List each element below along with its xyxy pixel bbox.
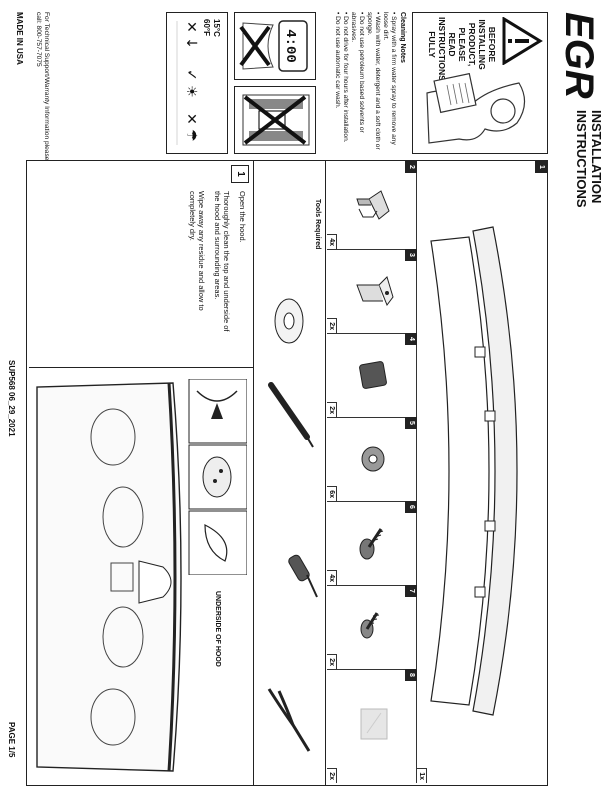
no-car-wash-box	[234, 86, 316, 154]
document-code: SUP568 06_29_2021	[7, 360, 16, 437]
warning-line-5: INSTRUCTIONS	[437, 17, 447, 81]
part-4-cell: 4 2x	[327, 333, 417, 418]
hood-label: UNDERSIDE OF HOOD	[214, 591, 221, 667]
part-6-quantity: 4x	[327, 570, 337, 585]
part-5-quantity: 6x	[327, 486, 337, 501]
temperature-weather-box: 15°C 60°F ✕ ↓ ✓ ☀ ✕ ☂	[166, 12, 228, 154]
support-line-2: call: 800-757-7075	[35, 12, 42, 67]
step-1-line-3: the hood and surrounding areas.	[213, 191, 222, 300]
tools-label: Tools Required	[314, 199, 321, 250]
svg-text:✕ ☂: ✕ ☂	[183, 113, 199, 142]
support-line-1: For Technical Support/Warranty Informati…	[43, 12, 50, 161]
alcohol-pad-icon	[360, 708, 388, 740]
title-line-2: INSTRUCTIONS	[574, 110, 589, 208]
part-1-number: 1	[535, 161, 547, 173]
cleaning-note-2: • Wash with water, detergent and a soft …	[366, 12, 381, 150]
warning-line-1: BEFORE	[487, 26, 497, 63]
warning-line-4: PLEASE READ	[447, 27, 467, 62]
part-8-quantity: 2x	[327, 768, 337, 783]
step-1-line-1: Open the hood.	[238, 191, 247, 243]
part-7-cell: 7 2x	[327, 585, 417, 670]
warning-box: BEFORE INSTALLING PRODUCT, PLEASE READ I…	[412, 12, 548, 154]
part-2-number: 2	[405, 161, 417, 173]
clean-wipe-illustrations	[188, 379, 247, 575]
hood-underside-icon	[36, 382, 182, 772]
cleaning-notes-title: Cleaning Notes	[399, 12, 406, 63]
no-drive-clock-icon: 4:00	[239, 20, 308, 72]
cleaning-note-5: • Do not use automatic car wash.	[334, 12, 341, 109]
screw-icon	[359, 528, 384, 560]
part-4-quantity: 2x	[327, 402, 337, 417]
pad-icon	[359, 361, 387, 389]
clip-icon	[356, 190, 390, 220]
warning-icon	[501, 17, 543, 65]
hood-deflector-icon	[430, 226, 518, 716]
part-8-number: 8	[405, 669, 417, 681]
step-1-line-4: Wipe away any residue and allow to	[197, 191, 207, 311]
title-line-1: INSTALLATION	[589, 110, 604, 204]
part-2-cell: 2 4x	[327, 161, 417, 250]
cleaning-note-1: • Spray with a firm water spray to remov…	[382, 12, 397, 145]
step-1-line-5: completely dry.	[188, 191, 197, 241]
reading-person-icon	[421, 73, 539, 149]
clock-car-wash-box: 4:00	[234, 12, 316, 80]
part-1-cell: 1 1x	[416, 161, 547, 783]
svg-text:✕ ↓: ✕ ↓	[183, 21, 199, 49]
part-1-quantity: 1x	[417, 768, 427, 783]
part-7-quantity: 2x	[327, 654, 337, 669]
cleaning-note-3: • Do not use petroleum based solvents or…	[350, 12, 365, 133]
parts-panel: 1 1x 2 4x 3	[324, 160, 548, 786]
part-3-number: 3	[405, 249, 417, 261]
part-2-quantity: 4x	[327, 234, 337, 249]
temp-fahrenheit: 60°F	[202, 19, 211, 36]
temp-celsius: 15°C	[212, 19, 221, 37]
screwdriver-icon	[288, 554, 318, 598]
marker-icon	[268, 382, 314, 448]
cleaning-note-4: • Do not drive for four hours after inst…	[342, 12, 349, 143]
made-in-label: MADE IN USA	[15, 12, 24, 65]
bolt-icon	[360, 612, 380, 639]
step-1-panel: 1 Open the hood. Thoroughly clean the to…	[26, 160, 254, 786]
part-4-number: 4	[405, 333, 417, 345]
bracket-icon	[356, 276, 394, 307]
svg-text:✓ ☀: ✓ ☀	[183, 69, 199, 98]
page-number: PAGE 1/5	[7, 722, 16, 758]
part-5-cell: 5 6x	[327, 417, 417, 502]
tape-icon	[274, 298, 304, 344]
step-1-line-2: Thoroughly clean the top and underside o…	[222, 191, 232, 332]
step-1-number: 1	[231, 165, 249, 183]
no-car-wash-icon	[242, 94, 310, 146]
tools-panel: Tools Required	[252, 160, 326, 786]
brand-logo-text: EGR	[557, 12, 601, 99]
pliers-icon	[267, 688, 311, 752]
part-3-quantity: 2x	[327, 318, 337, 333]
step-1-divider	[29, 367, 253, 368]
washer-icon	[361, 446, 385, 472]
warning-line-3: PRODUCT,	[467, 22, 477, 67]
part-6-cell: 6 4x	[327, 501, 417, 586]
part-8-cell: 8 2x	[327, 669, 417, 783]
part-7-number: 7	[405, 585, 417, 597]
part-5-number: 5	[405, 417, 417, 429]
clock-readout: 4:00	[282, 29, 298, 63]
part-3-cell: 3 2x	[327, 249, 417, 334]
weather-conditions-icon: ✕ ↓ ✓ ☀ ✕ ☂	[176, 21, 199, 145]
warning-line-6: FULLY	[427, 31, 437, 58]
cleaning-steps-strip	[187, 379, 247, 575]
part-6-number: 6	[405, 501, 417, 513]
cleaning-notes: Cleaning Notes • Spray with a firm water…	[333, 12, 406, 152]
warning-line-2: INSTALLING	[477, 19, 487, 70]
brand-logo: EGR	[554, 10, 604, 110]
